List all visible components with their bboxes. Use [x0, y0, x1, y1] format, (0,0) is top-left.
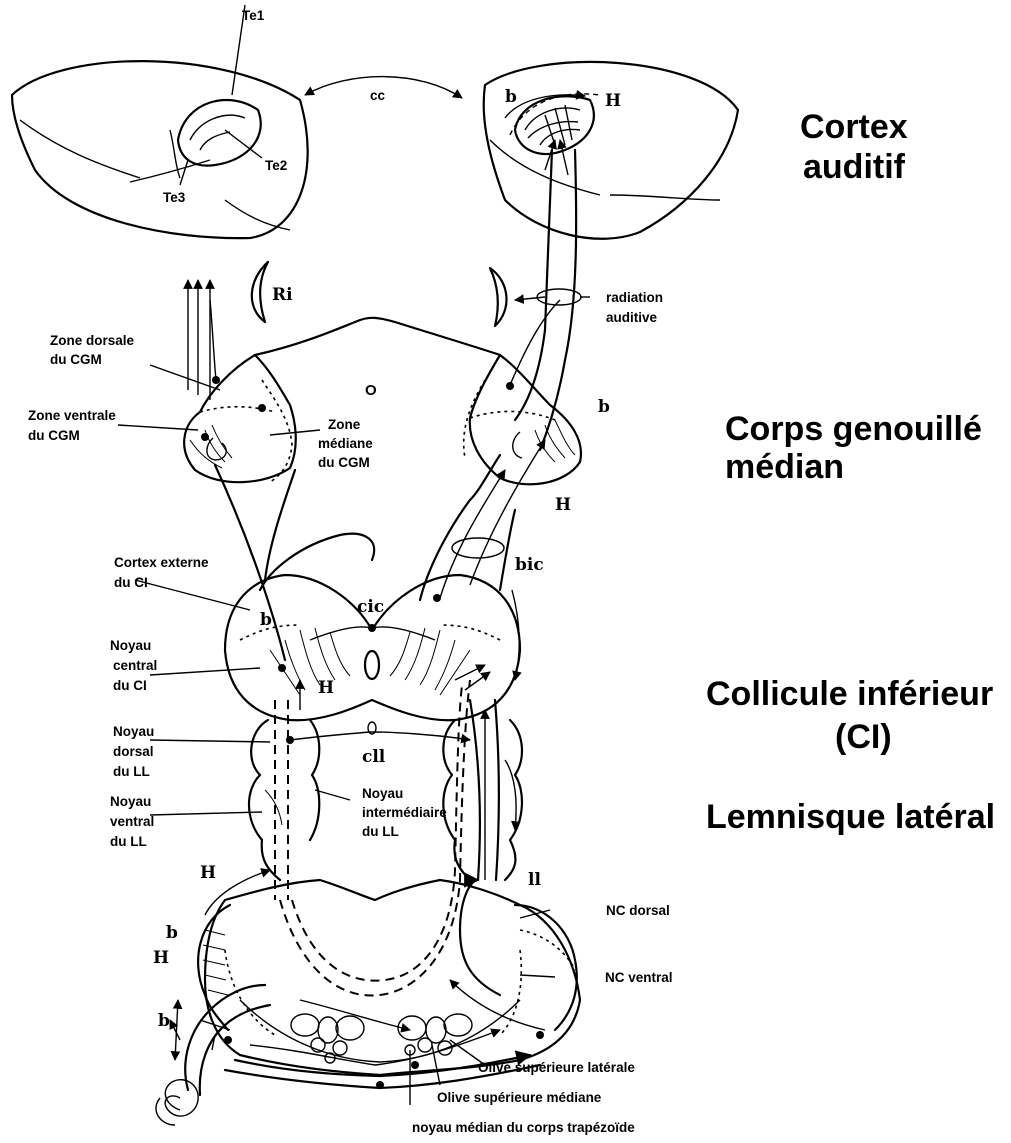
heading-ci: (CI)	[835, 718, 892, 756]
heading-lemniscus: Lemnisque latéral	[706, 798, 995, 836]
colliculo-thalamic-left-2	[265, 470, 295, 580]
label-ll: ll	[528, 870, 541, 890]
colliculo-thalamic-left	[215, 465, 285, 660]
thalamocortical-arrows-left	[188, 280, 266, 441]
cochlear-nucleus-left	[198, 870, 270, 1030]
label-te3: Te3	[163, 190, 186, 205]
brachium-inferior-colliculus	[420, 440, 545, 600]
heading-cortex: Cortex	[800, 108, 908, 146]
reticular-nucleus-left	[252, 262, 268, 322]
label-noyau-inter-2: intermédiaire	[362, 805, 447, 820]
label-noyau-ventral-2: ventral	[110, 814, 154, 829]
label-ci-b: b	[260, 610, 272, 630]
thalamus-outline	[255, 318, 500, 355]
heading-colliculus: Collicule inférieur	[706, 675, 993, 713]
label-zone-mediane-2: médiane	[318, 436, 373, 451]
label-nc-ventral: NC ventral	[605, 970, 673, 985]
label-noyau-inter-3: du LL	[362, 824, 399, 839]
label-noyau-central-3: du CI	[113, 678, 147, 693]
label-noyau-central-1: Noyau	[110, 638, 151, 653]
cortex-left-hemisphere	[12, 5, 308, 238]
superior-olive-right	[398, 1014, 472, 1055]
label-cortex-externe-2: du CI	[114, 575, 148, 590]
label-ri: Ri	[272, 285, 293, 305]
ventral-nc-to-olive	[450, 980, 545, 1030]
heading-cgm: Corps genouillé	[725, 410, 982, 448]
label-bs-h2: H	[153, 948, 169, 968]
colliculus-right	[372, 575, 520, 720]
label-bs-b1: b	[166, 923, 178, 943]
label-zone-ventrale-2: du CGM	[28, 428, 80, 443]
cgm-left	[184, 355, 296, 482]
label-bic: bic	[515, 555, 544, 575]
label-noyau-ventral-1: Noyau	[110, 794, 151, 809]
label-zone-mediane-1: Zone	[328, 417, 361, 432]
label-bs-b2: b	[158, 1011, 170, 1031]
dorsal-acoustic-stria	[460, 880, 500, 995]
label-noyau-dorsal-1: Noyau	[113, 724, 154, 739]
label-zone-ventrale-1: Zone ventrale	[28, 408, 116, 423]
label-zone-dorsale-1: Zone dorsale	[50, 333, 135, 348]
label-cortex-externe-1: Cortex externe	[114, 555, 209, 570]
label-noyau-dorsal-3: du LL	[113, 764, 150, 779]
label-noyau-central-2: central	[113, 658, 157, 673]
label-noyau-inter-1: Noyau	[362, 786, 403, 801]
label-olive-laterale: Olive supérieure latérale	[478, 1060, 635, 1075]
label-radiation-1: radiation	[606, 290, 663, 305]
label-thalamus-b: b	[598, 397, 610, 417]
label-nc-dorsal: NC dorsal	[606, 903, 670, 918]
label-cic: cic	[357, 597, 384, 617]
heading-auditif: auditif	[803, 148, 906, 186]
label-noyau-ventral-3: du LL	[110, 834, 147, 849]
label-zone-dorsale-2: du CGM	[50, 352, 102, 367]
label-cll: cll	[362, 747, 386, 767]
label-ci-h: H	[318, 678, 334, 698]
heading-median: médian	[725, 448, 844, 486]
label-radiation-2: auditive	[606, 310, 658, 325]
lemniscus-left	[249, 700, 319, 900]
label-cc: cc	[370, 88, 386, 103]
label-noyau-dorsal-2: dorsal	[113, 744, 154, 759]
label-noyau-trapezoide: noyau médian du corps trapézoïde	[412, 1120, 635, 1135]
label-zone-mediane-3: du CGM	[318, 455, 370, 470]
cortex-right-hemisphere	[484, 62, 738, 239]
label-cortex-h: H	[605, 91, 621, 111]
cochlea	[156, 985, 270, 1125]
label-te2: Te2	[265, 158, 287, 173]
reticular-nucleus-right	[490, 268, 506, 326]
colliculus-midline-o	[365, 651, 379, 679]
thalamus-midline-o: O	[365, 382, 377, 399]
label-bs-h1: H	[200, 863, 216, 883]
label-olive-mediane: Olive supérieure médiane	[437, 1090, 602, 1105]
superior-olive-left	[291, 1014, 364, 1063]
label-cortex-b: b	[505, 87, 517, 107]
label-thalamus-h: H	[555, 495, 571, 515]
label-te1: Te1	[242, 8, 265, 23]
